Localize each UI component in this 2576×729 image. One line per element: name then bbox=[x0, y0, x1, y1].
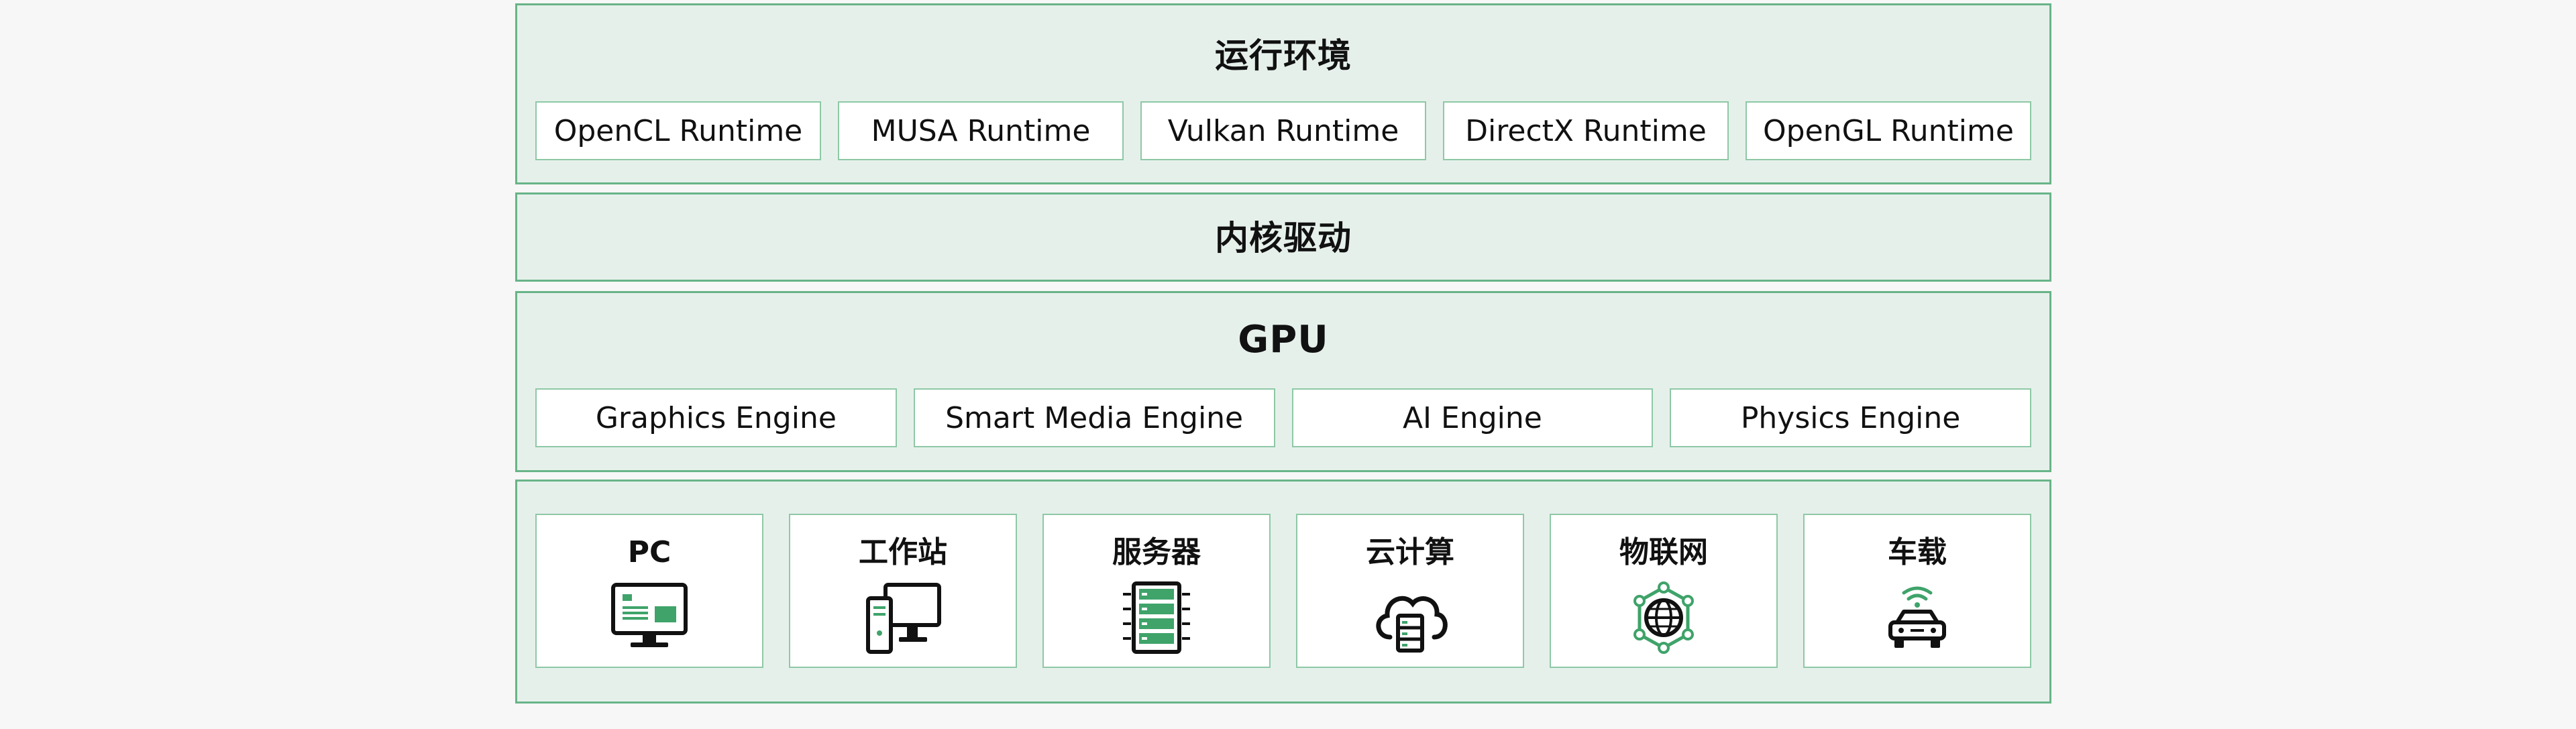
gpu-layer: GPU Graphics Engine Smart Media Engine A… bbox=[515, 291, 2051, 472]
connected-car-icon bbox=[1877, 581, 1957, 655]
device-label: PC bbox=[627, 535, 672, 569]
runtime-vulkan: Vulkan Runtime bbox=[1140, 101, 1426, 160]
gpu-layer-title: GPU bbox=[1238, 318, 1329, 361]
device-cloud: 云计算 bbox=[1296, 514, 1524, 668]
device-label: 云计算 bbox=[1366, 535, 1454, 569]
engine-graphics: Graphics Engine bbox=[535, 388, 897, 447]
workstation-icon bbox=[863, 581, 943, 655]
device-label: 服务器 bbox=[1112, 535, 1201, 569]
device-label: 车载 bbox=[1888, 535, 1947, 569]
device-layer: PC 工作站 bbox=[515, 480, 2051, 704]
device-vehicle: 车载 bbox=[1803, 514, 2031, 668]
device-label: 工作站 bbox=[859, 535, 947, 569]
device-workstation: 工作站 bbox=[789, 514, 1017, 668]
cloud-computing-icon bbox=[1370, 581, 1450, 655]
kernel-driver-title: 内核驱动 bbox=[1215, 219, 1352, 258]
runtime-layer-title: 运行环境 bbox=[1215, 36, 1352, 75]
engine-smart-media: Smart Media Engine bbox=[913, 388, 1275, 447]
server-rack-icon bbox=[1116, 581, 1197, 655]
device-iot: 物联网 bbox=[1550, 514, 1778, 668]
runtime-layer: 运行环境 OpenCL Runtime MUSA Runtime Vulkan … bbox=[515, 3, 2051, 184]
runtime-list: OpenCL Runtime MUSA Runtime Vulkan Runti… bbox=[535, 101, 2031, 160]
runtime-directx: DirectX Runtime bbox=[1443, 101, 1729, 160]
runtime-opengl: OpenGL Runtime bbox=[1746, 101, 2031, 160]
device-server: 服务器 bbox=[1042, 514, 1271, 668]
iot-globe-network-icon bbox=[1623, 581, 1704, 655]
engine-physics: Physics Engine bbox=[1670, 388, 2031, 447]
pc-monitor-icon bbox=[609, 581, 690, 655]
device-list: PC 工作站 bbox=[535, 514, 2031, 668]
runtime-musa: MUSA Runtime bbox=[838, 101, 1124, 160]
runtime-opencl: OpenCL Runtime bbox=[535, 101, 821, 160]
device-pc: PC bbox=[535, 514, 763, 668]
device-label: 物联网 bbox=[1619, 535, 1708, 569]
kernel-driver-layer: 内核驱动 bbox=[515, 192, 2051, 282]
gpu-engine-list: Graphics Engine Smart Media Engine AI En… bbox=[535, 388, 2031, 447]
engine-ai: AI Engine bbox=[1291, 388, 1654, 447]
